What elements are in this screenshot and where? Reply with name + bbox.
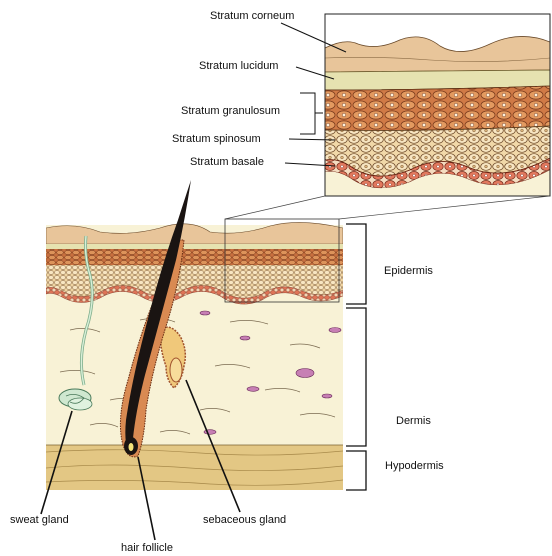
label-sebaceous-gland: sebaceous gland xyxy=(203,514,286,527)
layer-brackets xyxy=(346,224,366,490)
label-stratum-granulosum: Stratum granulosum xyxy=(181,105,280,118)
label-hypodermis: Hypodermis xyxy=(385,460,444,473)
label-stratum-lucidum: Stratum lucidum xyxy=(199,60,278,73)
label-dermis: Dermis xyxy=(396,415,431,428)
label-epidermis: Epidermis xyxy=(384,265,433,278)
label-stratum-spinosum: Stratum spinosum xyxy=(172,133,261,146)
label-stratum-corneum: Stratum corneum xyxy=(210,10,294,23)
label-hair-follicle: hair follicle xyxy=(121,542,173,555)
skin-cross-section xyxy=(46,222,343,490)
label-sweat-gland: sweat gland xyxy=(10,514,69,527)
zoom-connector-lines xyxy=(225,196,550,219)
zoom-inset xyxy=(325,14,550,196)
label-stratum-basale: Stratum basale xyxy=(190,156,264,169)
